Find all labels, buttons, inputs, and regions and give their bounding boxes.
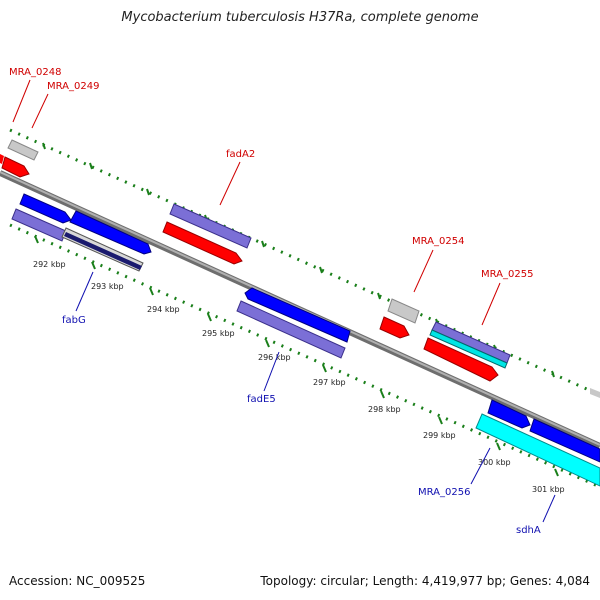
feature-red-left-edge[interactable] — [0, 154, 4, 164]
scale-label: 293 kbp — [91, 282, 124, 291]
feature-red-mra0249[interactable] — [1, 156, 30, 178]
feature-blue-mra0256[interactable] — [487, 399, 531, 429]
outer-tick-track — [9, 128, 600, 397]
feature-red-mra0255[interactable] — [423, 337, 499, 382]
feature-blue-fabg-2[interactable] — [69, 210, 152, 255]
feature-purple-fada2[interactable] — [169, 203, 252, 249]
scale-label: 301 kbp — [532, 485, 565, 494]
scale-label: 299 kbp — [423, 431, 456, 440]
feature-navy-stripe[interactable] — [64, 232, 142, 270]
label-mra0254[interactable]: MRA_0254 — [412, 236, 464, 247]
feature-red-fada2[interactable] — [162, 221, 243, 265]
leader-lines — [12, 79, 556, 523]
label-mra0256[interactable]: MRA_0256 — [418, 487, 470, 498]
label-fade5[interactable]: fadE5 — [247, 394, 276, 405]
scale-label: 295 kbp — [202, 329, 235, 338]
feature-cyan-sdha[interactable] — [475, 413, 600, 487]
scale-labels: 292 kbp 293 kbp 294 kbp 295 kbp 296 kbp … — [33, 260, 565, 494]
accession-text: Accession: NC_009525 — [9, 574, 146, 588]
label-mra0249[interactable]: MRA_0249 — [47, 81, 99, 92]
feature-grey-right-edge[interactable] — [590, 388, 600, 398]
label-mra0255[interactable]: MRA_0255 — [481, 269, 533, 280]
scale-label: 300 kbp — [478, 458, 511, 467]
scale-label: 296 kbp — [258, 353, 291, 362]
feature-purple-fabg[interactable] — [11, 208, 67, 242]
scale-label: 292 kbp — [33, 260, 66, 269]
feature-cyan-mra0255[interactable] — [429, 329, 508, 369]
gene-labels: MRA_0248 MRA_0249 fadA2 MRA_0254 MRA_025… — [9, 67, 541, 536]
feature-red-mra0254[interactable] — [379, 316, 410, 339]
feature-blue-fabg-1[interactable] — [19, 193, 72, 224]
label-fabg[interactable]: fabG — [62, 315, 86, 326]
scale-label: 297 kbp — [313, 378, 346, 387]
scale-label: 294 kbp — [147, 305, 180, 314]
label-sdha[interactable]: sdhA — [516, 525, 541, 536]
feature-grey-mra0248[interactable] — [7, 139, 39, 161]
map-title: Mycobacterium tuberculosis H37Ra, comple… — [121, 10, 479, 25]
genome-summary-text: Topology: circular; Length: 4,419,977 bp… — [260, 574, 590, 588]
features — [0, 139, 600, 487]
feature-purple-fade5[interactable] — [236, 300, 346, 359]
feature-blue-sdha[interactable] — [529, 418, 600, 463]
feature-grey-mra0254[interactable] — [387, 298, 420, 324]
label-mra0248[interactable]: MRA_0248 — [9, 67, 61, 78]
scale-label: 298 kbp — [368, 405, 401, 414]
feature-blue-fade5[interactable] — [244, 287, 351, 343]
label-fada2[interactable]: fadA2 — [226, 149, 255, 160]
